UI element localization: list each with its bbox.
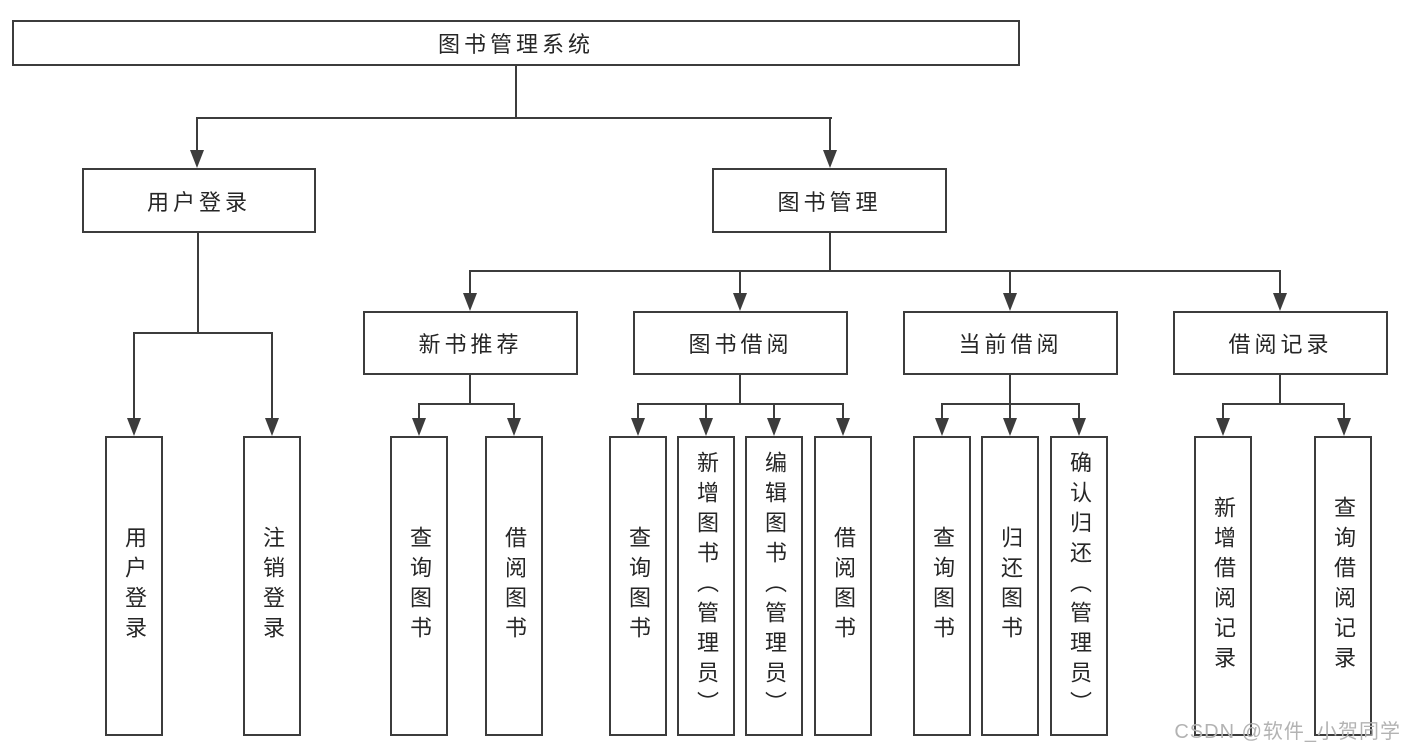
arrow-down-icon — [631, 418, 645, 436]
connector-line — [637, 403, 844, 405]
connector-line — [773, 404, 775, 418]
connector-line — [1009, 375, 1011, 404]
connector-line — [418, 403, 515, 405]
arrow-down-icon — [733, 293, 747, 311]
arrow-down-icon — [190, 150, 204, 168]
connector-line — [739, 375, 741, 404]
arrow-down-icon — [1003, 293, 1017, 311]
arrow-down-icon — [265, 418, 279, 436]
node-current-borrow: 当前借阅 — [903, 311, 1118, 375]
arrow-down-icon — [1072, 418, 1086, 436]
leaf-edit-books-admin: 编辑图书（管理员） — [745, 436, 803, 736]
arrow-down-icon — [935, 418, 949, 436]
leaf-return-books: 归还图书 — [981, 436, 1039, 736]
connector-line — [515, 66, 517, 118]
leaf-add-borrow-record: 新增借阅记录 — [1194, 436, 1252, 736]
leaf-borrow-books: 借阅图书 — [814, 436, 872, 736]
arrow-down-icon — [836, 418, 850, 436]
arrow-down-icon — [699, 418, 713, 436]
connector-line — [418, 404, 420, 418]
connector-line — [513, 404, 515, 418]
connector-line — [469, 270, 1281, 272]
connector-line — [1009, 271, 1011, 293]
connector-line — [469, 375, 471, 404]
leaf-query-books: 查询图书 — [913, 436, 971, 736]
watermark: CSDN @软件_小贺同学 — [1174, 721, 1401, 743]
arrow-down-icon — [412, 418, 426, 436]
node-new-book-recommend: 新书推荐 — [363, 311, 578, 375]
connector-line — [739, 271, 741, 293]
node-user-login: 用户登录 — [82, 168, 316, 233]
connector-line — [133, 332, 273, 334]
leaf-user-login: 用户登录 — [105, 436, 163, 736]
arrow-down-icon — [507, 418, 521, 436]
leaf-query-books: 查询图书 — [609, 436, 667, 736]
connector-line — [1222, 403, 1345, 405]
node-library-system: 图书管理系统 — [12, 20, 1020, 66]
connector-line — [1009, 404, 1011, 418]
connector-line — [829, 233, 831, 271]
connector-line — [196, 118, 198, 150]
node-book-borrow: 图书借阅 — [633, 311, 848, 375]
leaf-logout: 注销登录 — [243, 436, 301, 736]
connector-line — [842, 404, 844, 418]
arrow-down-icon — [823, 150, 837, 168]
connector-line — [705, 404, 707, 418]
arrow-down-icon — [1003, 418, 1017, 436]
node-borrow-record: 借阅记录 — [1173, 311, 1388, 375]
arrow-down-icon — [767, 418, 781, 436]
connector-line — [133, 333, 135, 418]
leaf-query-books: 查询图书 — [390, 436, 448, 736]
connector-line — [197, 233, 199, 333]
connector-line — [637, 404, 639, 418]
connector-line — [941, 404, 943, 418]
arrow-down-icon — [1273, 293, 1287, 311]
leaf-add-books-admin: 新增图书（管理员） — [677, 436, 735, 736]
arrow-down-icon — [127, 418, 141, 436]
connector-line — [1078, 404, 1080, 418]
leaf-query-borrow-record: 查询借阅记录 — [1314, 436, 1372, 736]
connector-line — [1343, 404, 1345, 418]
connector-line — [196, 117, 832, 119]
arrow-down-icon — [463, 293, 477, 311]
connector-line — [1279, 271, 1281, 293]
node-book-management: 图书管理 — [712, 168, 947, 233]
connector-line — [1279, 375, 1281, 404]
connector-line — [469, 271, 471, 293]
connector-line — [1222, 404, 1224, 418]
arrow-down-icon — [1337, 418, 1351, 436]
arrow-down-icon — [1216, 418, 1230, 436]
connector-line — [829, 118, 831, 150]
leaf-borrow-books: 借阅图书 — [485, 436, 543, 736]
leaf-confirm-return-admin: 确认归还（管理员） — [1050, 436, 1108, 736]
connector-line — [271, 333, 273, 418]
